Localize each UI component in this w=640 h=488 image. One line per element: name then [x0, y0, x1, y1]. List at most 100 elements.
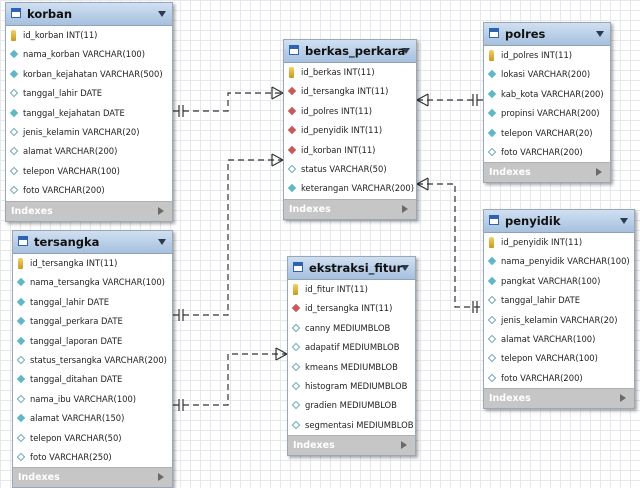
column-row[interactable]: kab_kota VARCHAR(200) — [484, 85, 610, 104]
column-row[interactable]: alamat VARCHAR(100) — [484, 330, 634, 349]
column-label: histogram MEDIUMBLOB — [305, 380, 408, 391]
expand-arrow-icon[interactable] — [158, 473, 164, 482]
column-row[interactable]: id_fitur INT(11) — [288, 280, 415, 299]
table-tersangka[interactable]: tersangka id_tersangka INT(11)nama_tersa… — [12, 230, 173, 488]
indexes-section[interactable]: Indexes — [484, 162, 610, 183]
column-row[interactable]: lokasi VARCHAR(200) — [484, 65, 610, 84]
column-row[interactable]: tanggal_laporan DATE — [13, 332, 172, 351]
column-row[interactable]: foto VARCHAR(200) — [484, 143, 610, 162]
table-polres[interactable]: polres id_polres INT(11)lokasi VARCHAR(2… — [483, 22, 611, 184]
column-row[interactable]: id_tersangka INT(11) — [284, 82, 416, 101]
column-row[interactable]: id_polres INT(11) — [484, 46, 610, 65]
table-header[interactable]: korban — [6, 3, 172, 26]
column-label: id_tersangka INT(11) — [301, 86, 389, 97]
field-icon — [487, 354, 497, 363]
column-row[interactable]: histogram MEDIUMBLOB — [288, 377, 415, 396]
column-list: id_fitur INT(11)id_tersangka INT(11)cann… — [288, 280, 415, 435]
nn-field-icon — [487, 108, 497, 118]
column-row[interactable]: id_tersangka INT(11) — [13, 254, 172, 273]
indexes-section[interactable]: Indexes — [13, 467, 172, 488]
column-row[interactable]: id_penyidik INT(11) — [484, 233, 634, 252]
expand-arrow-icon[interactable] — [401, 441, 407, 450]
table-icon — [293, 262, 303, 272]
column-row[interactable]: kmeans MEDIUMBLOB — [288, 358, 415, 377]
expand-arrow-icon[interactable] — [620, 394, 626, 403]
nn-field-icon — [487, 257, 497, 266]
column-row[interactable]: gradien MEDIUMBLOB — [288, 396, 415, 415]
table-name: berkas_perkara — [305, 44, 406, 58]
column-row[interactable]: jenis_kelamin VARCHAR(20) — [6, 123, 172, 142]
field-icon — [487, 373, 497, 382]
table-header[interactable]: polres — [484, 23, 610, 46]
collapse-arrow-icon[interactable] — [158, 239, 166, 245]
column-row[interactable]: id_penyidik INT(11) — [284, 121, 416, 140]
expand-arrow-icon[interactable] — [596, 168, 602, 177]
collapse-arrow-icon[interactable] — [402, 48, 410, 54]
column-row[interactable]: id_korban INT(11) — [6, 26, 172, 45]
one-mark-tersangka-ekstraksi — [178, 399, 184, 411]
indexes-section[interactable]: Indexes — [484, 388, 634, 409]
column-row[interactable]: id_berkas INT(11) — [284, 63, 416, 82]
column-row[interactable]: tanggal_lahir DATE — [13, 293, 172, 312]
table-ekstraksi-fitur[interactable]: ekstraksi_fitur id_fitur INT(11)id_tersa… — [287, 256, 416, 457]
column-row[interactable]: telepon VARCHAR(50) — [13, 429, 172, 448]
key-icon — [18, 258, 23, 269]
expand-arrow-icon[interactable] — [402, 204, 408, 213]
column-row[interactable]: status_tersangka VARCHAR(200) — [13, 351, 172, 370]
column-row[interactable]: telepon VARCHAR(100) — [6, 162, 172, 181]
table-header[interactable]: berkas_perkara — [284, 40, 416, 63]
table-penyidik[interactable]: penyidik id_penyidik INT(11)nama_penyidi… — [483, 209, 635, 410]
column-label: segmentasi MEDIUMBLOB — [305, 419, 414, 430]
column-row[interactable]: jenis_kelamin VARCHAR(20) — [484, 311, 634, 330]
column-row[interactable]: propinsi VARCHAR(200) — [484, 104, 610, 123]
field-icon — [487, 147, 497, 157]
expand-arrow-icon[interactable] — [158, 206, 164, 215]
column-row[interactable]: alamat VARCHAR(150) — [13, 409, 172, 428]
column-row[interactable]: adapatif MEDIUMBLOB — [288, 338, 415, 357]
column-row[interactable]: nama_penyidik VARCHAR(100) — [484, 252, 634, 271]
nn-field-icon — [287, 184, 297, 193]
indexes-section[interactable]: Indexes — [284, 198, 416, 219]
table-header[interactable]: penyidik — [484, 210, 634, 233]
collapse-arrow-icon[interactable] — [596, 31, 604, 37]
column-row[interactable]: id_tersangka INT(11) — [288, 299, 415, 318]
key-icon — [293, 284, 298, 295]
column-row[interactable]: keterangan VARCHAR(200) — [284, 179, 416, 198]
column-label: foto VARCHAR(200) — [23, 185, 105, 196]
column-row[interactable]: telepon VARCHAR(20) — [484, 124, 610, 143]
table-header[interactable]: tersangka — [13, 231, 172, 254]
one-mark-polres — [472, 94, 478, 106]
column-row[interactable]: id_korban INT(11) — [284, 141, 416, 160]
column-row[interactable]: telepon VARCHAR(100) — [484, 349, 634, 368]
table-berkas-perkara[interactable]: berkas_perkara id_berkas INT(11) id_tersa… — [283, 39, 417, 220]
column-row[interactable]: nama_ibu VARCHAR(100) — [13, 390, 172, 409]
column-row[interactable]: tanggal_kejahatan DATE — [6, 104, 172, 123]
indexes-section[interactable]: Indexes — [288, 435, 415, 456]
nn-field-icon — [16, 278, 26, 287]
column-row[interactable]: tanggal_lahir DATE — [484, 291, 634, 310]
column-row[interactable]: tanggal_perkara DATE — [13, 312, 172, 331]
column-row[interactable]: status VARCHAR(50) — [284, 160, 416, 179]
indexes-section[interactable]: Indexes — [6, 200, 172, 221]
table-korban[interactable]: korban id_korban INT(11)nama_korban VARC… — [5, 2, 173, 222]
column-row[interactable]: foto VARCHAR(200) — [484, 369, 634, 388]
column-row[interactable]: canny MEDIUMBLOB — [288, 319, 415, 338]
nn-field-icon — [487, 276, 497, 286]
column-row[interactable]: foto VARCHAR(250) — [13, 448, 172, 467]
column-row[interactable]: tanggal_lahir DATE — [6, 84, 172, 103]
column-row[interactable]: pangkat VARCHAR(100) — [484, 272, 634, 291]
collapse-arrow-icon[interactable] — [620, 218, 628, 224]
indexes-label: Indexes — [489, 393, 531, 405]
column-row[interactable]: alamat VARCHAR(200) — [6, 142, 172, 161]
column-row[interactable]: segmentasi MEDIUMBLOB — [288, 416, 415, 435]
column-row[interactable]: tanggal_ditahan DATE — [13, 370, 172, 389]
column-label: status VARCHAR(50) — [301, 163, 387, 174]
column-row[interactable]: korban_kejahatan VARCHAR(500) — [6, 65, 172, 84]
column-row[interactable]: nama_tersangka VARCHAR(100) — [13, 273, 172, 292]
table-header[interactable]: ekstraksi_fitur — [288, 257, 415, 280]
column-row[interactable]: id_polres INT(11) — [284, 102, 416, 121]
column-row[interactable]: nama_korban VARCHAR(100) — [6, 45, 172, 64]
column-row[interactable]: foto VARCHAR(200) — [6, 181, 172, 200]
collapse-arrow-icon[interactable] — [158, 11, 166, 17]
collapse-arrow-icon[interactable] — [401, 265, 409, 271]
